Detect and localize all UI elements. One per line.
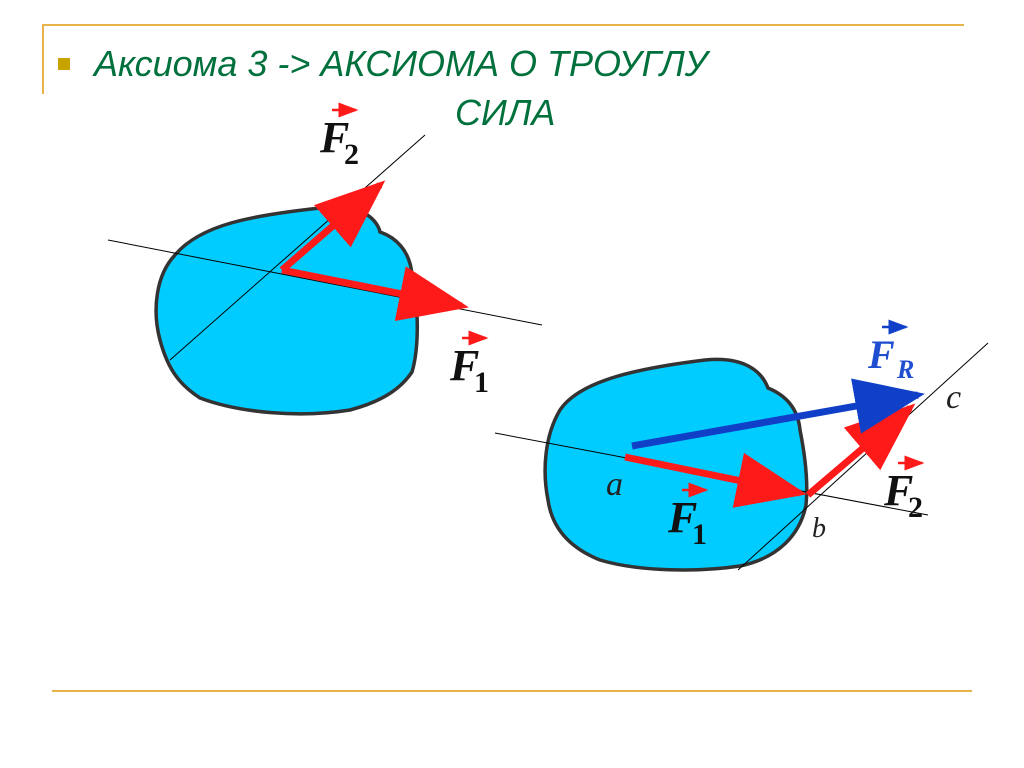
svg-text:2: 2 bbox=[908, 491, 923, 524]
top-rule bbox=[44, 24, 964, 26]
svg-text:1: 1 bbox=[474, 366, 489, 399]
slide-title-line-1: Аксиома 3 -> АКСИОМА О ТРОУГЛУ bbox=[94, 43, 708, 84]
line-of-action-f2-1 bbox=[169, 134, 426, 361]
bullet-square-icon bbox=[58, 58, 70, 70]
svg-text:F: F bbox=[667, 493, 697, 542]
svg-text:F: F bbox=[883, 466, 913, 515]
left-rule bbox=[42, 24, 44, 94]
bottom-rule bbox=[52, 690, 972, 692]
label-f1-1: F 1 bbox=[449, 330, 489, 399]
svg-text:F: F bbox=[867, 332, 895, 377]
force-vector-f1-1 bbox=[281, 266, 469, 322]
point-label-b: b bbox=[812, 513, 826, 544]
label-f2-1: F 2 bbox=[319, 102, 359, 171]
force-vector-f2-1 bbox=[279, 180, 386, 273]
label-fr: F R bbox=[867, 319, 914, 384]
svg-text:1: 1 bbox=[692, 518, 707, 551]
slide-title-line-2: СИЛА bbox=[455, 92, 556, 133]
label-f1-2: F 1 bbox=[667, 482, 709, 551]
line-of-action-f1-1 bbox=[107, 239, 543, 326]
svg-text:2: 2 bbox=[344, 138, 359, 171]
force-vector-f1-2 bbox=[624, 452, 807, 508]
label-f2-2: F 2 bbox=[883, 455, 925, 524]
point-label-c: c bbox=[946, 379, 961, 416]
point-label-a: a bbox=[606, 466, 623, 503]
svg-text:F: F bbox=[449, 341, 479, 390]
resultant-vector-fr bbox=[631, 378, 925, 450]
svg-text:R: R bbox=[896, 355, 914, 384]
svg-text:F: F bbox=[319, 113, 349, 162]
rigid-body-1 bbox=[154, 205, 419, 416]
